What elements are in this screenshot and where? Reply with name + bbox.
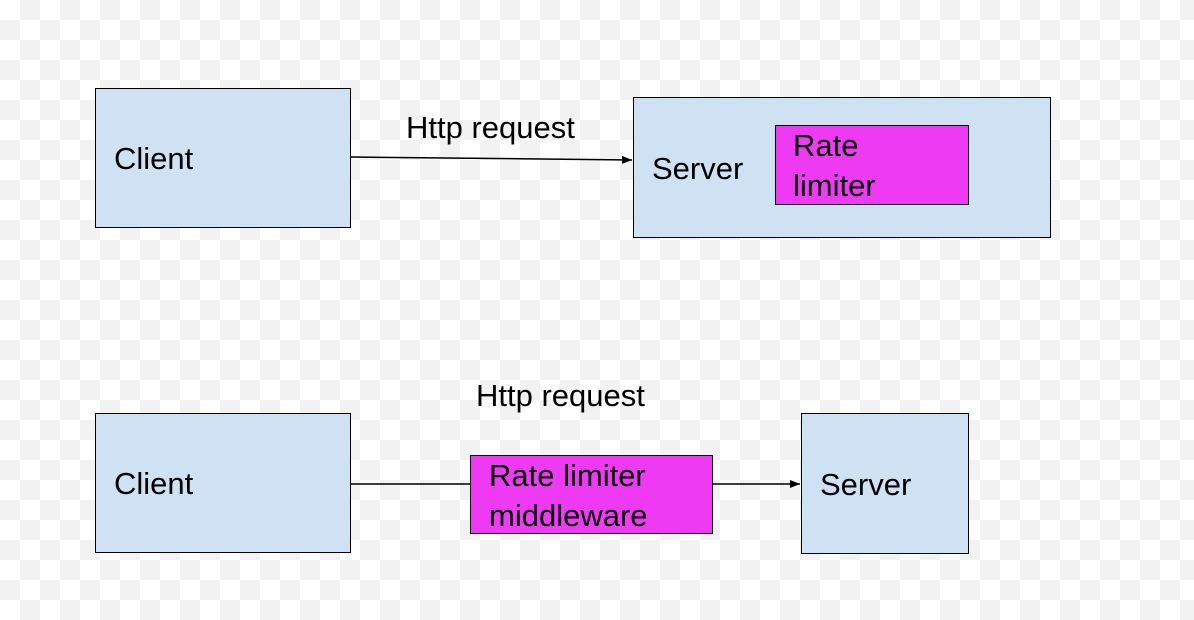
- top-rate-limiter-label: Rate limiter: [793, 128, 876, 203]
- top-server-label: Server: [652, 151, 744, 186]
- bottom-request-label: Http request: [476, 378, 645, 413]
- top-client-label: Client: [114, 141, 194, 176]
- top-request-arrow: [350, 155, 633, 164]
- bottom-rate-limiter-middleware-label: Rate limiter middleware: [489, 458, 648, 533]
- bottom-server-label: Server: [820, 467, 912, 502]
- bottom-rate-limiter-middleware-box: Rate limiter middleware: [470, 455, 713, 534]
- top-server-box: Server: [633, 97, 1051, 238]
- top-client-box: Client: [95, 88, 351, 228]
- bottom-client-label: Client: [114, 466, 194, 501]
- bottom-server-box: Server: [801, 413, 969, 554]
- bottom-client-box: Client: [95, 413, 351, 553]
- top-rate-limiter-box: Rate limiter: [775, 125, 969, 205]
- top-request-label: Http request: [406, 110, 575, 145]
